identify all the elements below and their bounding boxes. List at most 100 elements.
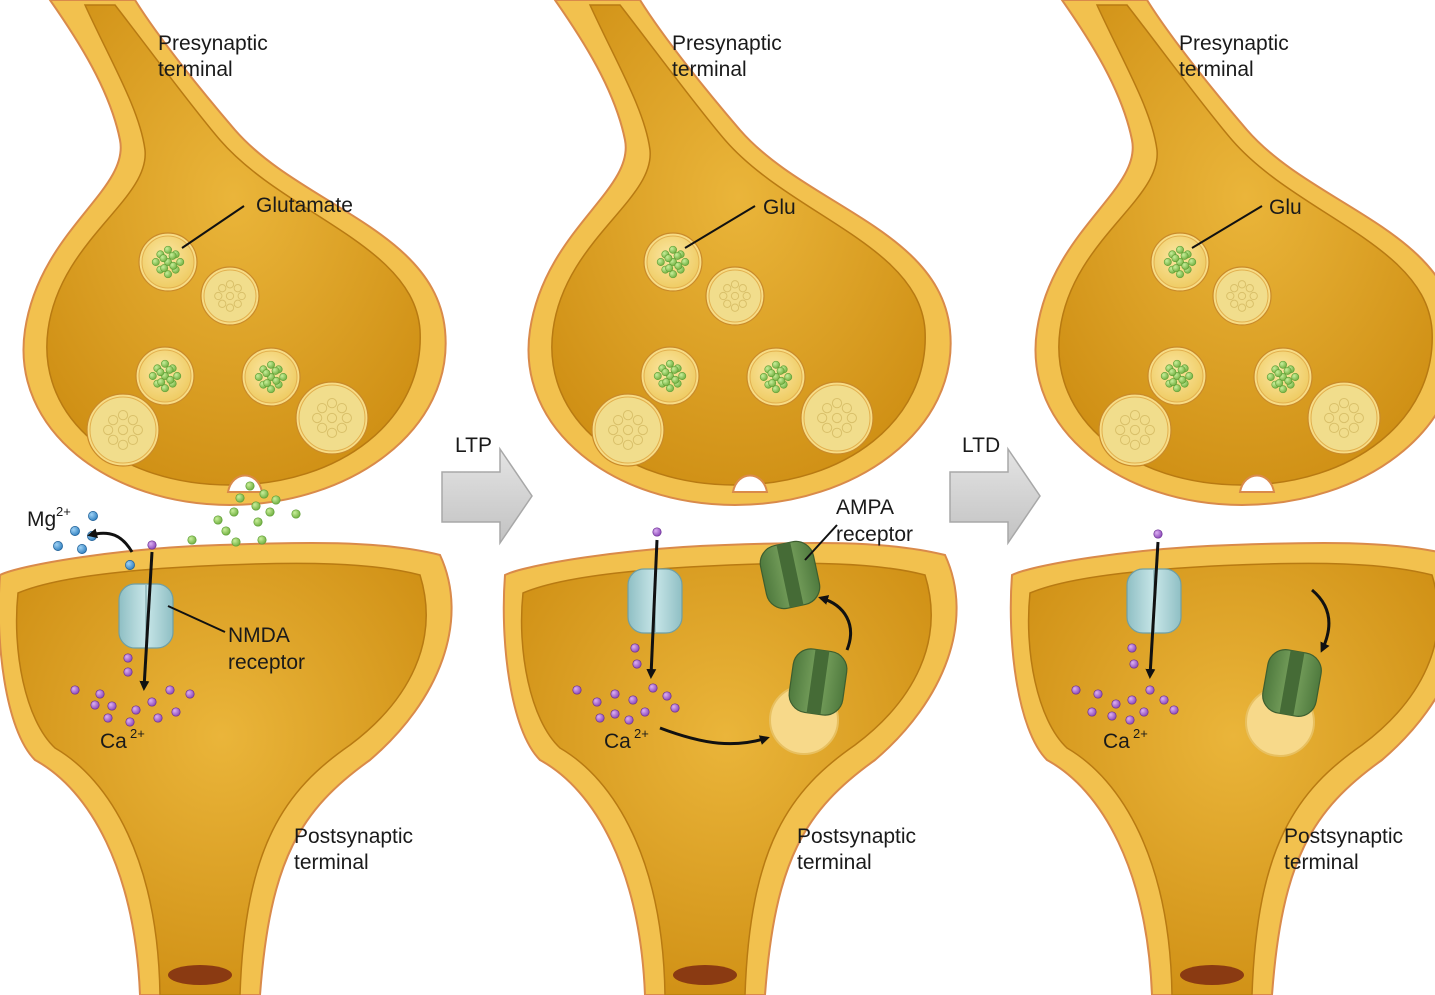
postsynaptic-label-line2: terminal <box>797 851 872 874</box>
glutamate-molecule <box>160 255 167 262</box>
receptor-label-line2: receptor <box>228 651 305 674</box>
ca-ion <box>172 708 180 716</box>
glu-ion <box>258 536 266 544</box>
glutamate-molecule <box>170 262 177 269</box>
glutamate-molecule <box>785 373 792 380</box>
dendrite-lumen <box>1180 965 1244 985</box>
ca-label: Ca <box>1103 730 1130 753</box>
glutamate-molecule <box>1179 376 1186 383</box>
glutamate-molecule <box>671 366 678 373</box>
empty-vesicle <box>1099 394 1171 466</box>
dendrite-lumen <box>168 965 232 985</box>
receptor-label-line1: AMPA <box>836 496 894 519</box>
ca-ion <box>625 716 633 724</box>
glutamate-molecule <box>1275 370 1282 377</box>
glutamate-molecule <box>158 378 165 385</box>
presynaptic-label-line2: terminal <box>1179 58 1254 81</box>
glutamate-molecule <box>657 258 664 265</box>
empty-vesicle <box>801 382 873 454</box>
presynaptic-label-line1: Presynaptic <box>158 32 268 55</box>
glutamate-molecule <box>769 379 776 386</box>
ca-ion <box>1154 530 1162 538</box>
glutamate-molecule <box>778 377 785 384</box>
mg-ion <box>53 541 62 550</box>
glutamate-molecule <box>264 379 271 386</box>
glutamate-molecule <box>161 360 168 367</box>
glutamate-molecule <box>662 369 669 376</box>
glu-ion <box>232 538 240 546</box>
postsynaptic-label-line2: terminal <box>294 851 369 874</box>
glutamate-molecule <box>1176 246 1183 253</box>
filled-vesicle <box>644 233 702 291</box>
glutamate-molecule <box>149 372 156 379</box>
ca-ion <box>1128 644 1136 652</box>
ca-ion <box>573 686 581 694</box>
ca-ion <box>1126 716 1134 724</box>
ca-ion <box>71 686 79 694</box>
glutamate-molecule <box>679 372 686 379</box>
glutamate-molecule <box>674 252 681 259</box>
glutamate-molecule <box>1186 372 1193 379</box>
filled-vesicle <box>136 347 194 405</box>
vesicle-label: Glutamate <box>256 194 353 217</box>
ltp-arrow-shape <box>442 449 532 543</box>
postsynaptic-label-line1: Postsynaptic <box>294 825 413 848</box>
ca-ion <box>91 701 99 709</box>
empty-vesicle <box>296 382 368 454</box>
glutamate-molecule <box>263 370 270 377</box>
glutamate-molecule <box>166 366 173 373</box>
empty-vesicle <box>87 394 159 466</box>
glutamate-molecule <box>682 258 689 265</box>
glutamate-molecule <box>672 376 679 383</box>
empty-vesicle <box>201 267 259 325</box>
mg-ion <box>88 511 97 520</box>
glutamate-molecule <box>1172 255 1179 262</box>
presynaptic-label-line2: terminal <box>672 58 747 81</box>
glu-ion <box>188 536 196 544</box>
ltd-transition-arrow: LTD <box>950 434 1040 543</box>
glutamate-molecule <box>1276 379 1283 386</box>
ca-ion <box>629 696 637 704</box>
ca-ion <box>154 714 162 722</box>
glutamate-molecule <box>663 378 670 385</box>
ca-ion <box>104 714 112 722</box>
ca-ion <box>641 708 649 716</box>
filled-vesicle <box>1151 233 1209 291</box>
vesicle-lumen <box>1311 385 1377 451</box>
glu-ion <box>260 490 268 498</box>
glu-ion <box>214 516 222 524</box>
ca-charge: 2+ <box>634 726 649 741</box>
glu-ion <box>222 527 230 535</box>
glutamate-molecule <box>669 246 676 253</box>
glutamate-molecule <box>161 264 168 271</box>
glu-ion <box>252 502 260 510</box>
ca-charge: 2+ <box>1133 726 1148 741</box>
glutamate-molecule <box>666 360 673 367</box>
ca-ion <box>124 654 132 662</box>
presynaptic-label-line1: Presynaptic <box>672 32 782 55</box>
filled-vesicle <box>242 348 300 406</box>
glutamate-molecule <box>1279 361 1286 368</box>
ca-ion <box>166 686 174 694</box>
ca-ion <box>593 698 601 706</box>
glutamate-molecule <box>1267 373 1274 380</box>
ca-ion <box>631 644 639 652</box>
ca-charge: 2+ <box>130 726 145 741</box>
glutamate-molecule <box>273 377 280 384</box>
vesicle-label: Glu <box>763 196 796 219</box>
glu-ion <box>246 482 254 490</box>
empty-vesicle <box>1213 267 1271 325</box>
ca-ion <box>611 710 619 718</box>
ampa-receptor <box>787 647 849 718</box>
glutamate-molecule <box>1164 258 1171 265</box>
glutamate-molecule <box>675 262 682 269</box>
glu-ion <box>236 494 244 502</box>
glutamate-molecule <box>1285 377 1292 384</box>
ca-ion <box>126 718 134 726</box>
glutamate-molecule <box>772 361 779 368</box>
filled-vesicle <box>1254 348 1312 406</box>
glutamate-molecule <box>1169 369 1176 376</box>
ca-ion <box>611 690 619 698</box>
ca-ion <box>1140 708 1148 716</box>
